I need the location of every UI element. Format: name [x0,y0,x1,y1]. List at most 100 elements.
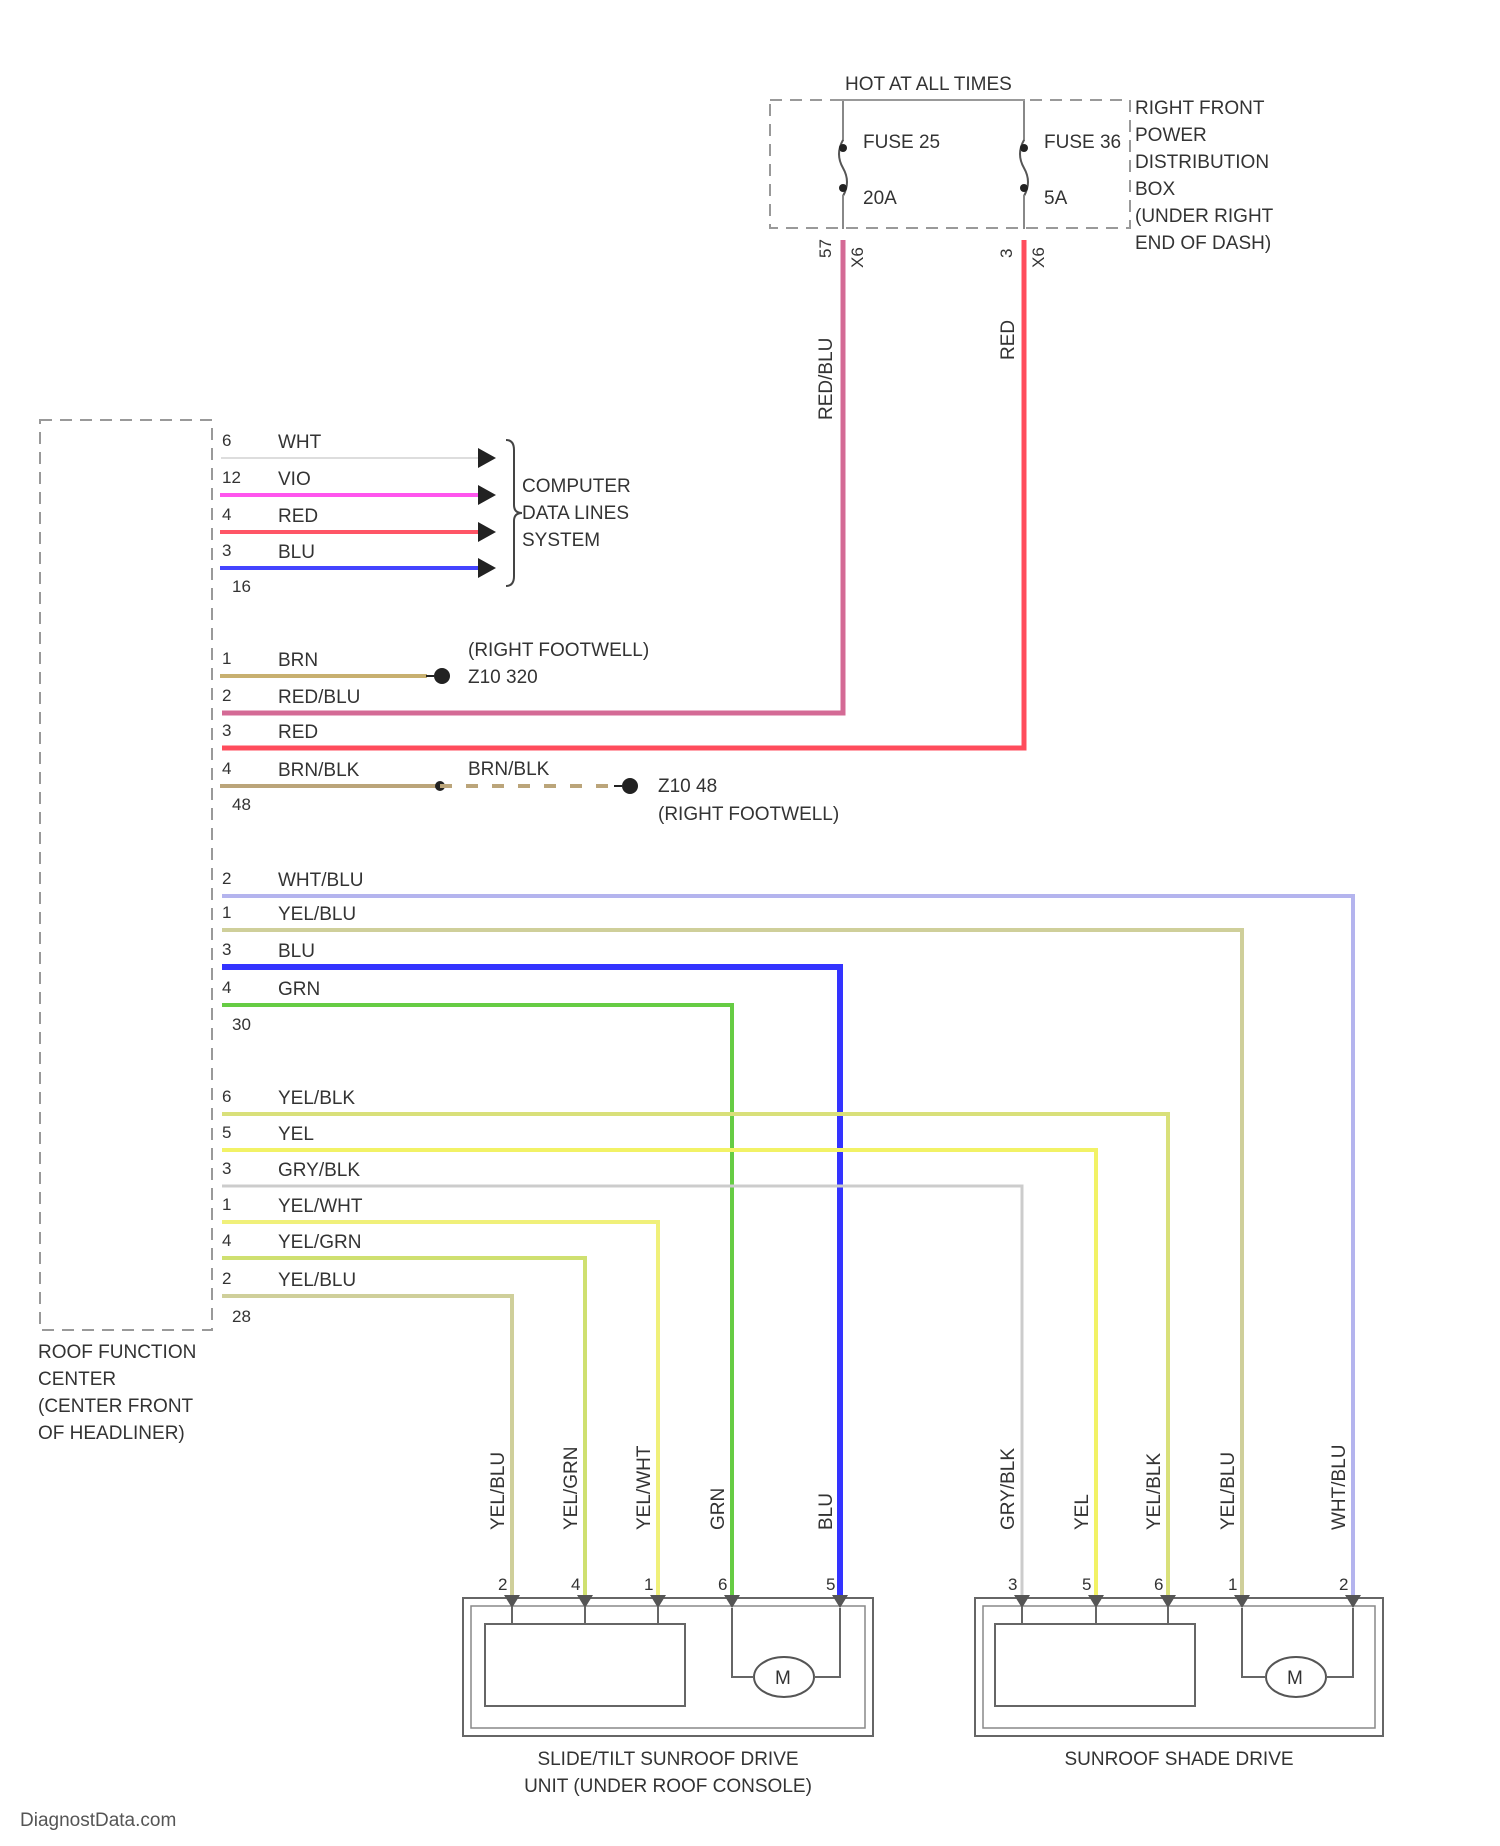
motor-icon: M [754,1657,814,1697]
sunroof-drive-module [485,1624,685,1706]
roof-function-center-label: OF HEADLINER) [38,1423,185,1444]
motor-label: M [1287,1668,1303,1689]
roof-function-center-label: ROOF FUNCTION [38,1342,196,1363]
data-line-pin: 6 [222,431,231,450]
group4-wire-label: GRY/BLK [278,1160,360,1181]
data-line-color-label: VIO [278,469,311,490]
sunroof-drive-pin-wire-label: YEL/GRN [561,1447,582,1530]
group3-wire-label: GRN [278,979,320,1000]
fuse-box-outline [770,100,1130,228]
sunroof-drive-pin-number: 6 [718,1575,727,1594]
fuse-pin: 3 [997,249,1016,258]
fuse-icon [839,140,847,196]
sunroof-drive-pin-number: 2 [498,1575,507,1594]
group3-pin: 4 [222,978,231,997]
group3-pin: 1 [222,903,231,922]
sunroof-drive-pin-number: 1 [644,1575,653,1594]
power-wire-label: RED [278,722,318,743]
fuse-pin: 57 [816,239,835,258]
group3-wire [222,896,1353,1595]
power-pin: 2 [222,686,231,705]
fuse-box-label-line: DISTRIBUTION [1135,152,1269,173]
fuse-box-label-line: END OF DASH) [1135,233,1271,254]
fuse-rating: 5A [1044,188,1068,209]
motor-label: M [775,1668,791,1689]
shade-drive-pin-number: 6 [1154,1575,1163,1594]
power-connector-number: 48 [232,795,251,814]
sunroof-drive-label: SLIDE/TILT SUNROOF DRIVE [537,1749,798,1770]
group4-wire-label: YEL/GRN [278,1232,361,1253]
fuse-box-label-line: POWER [1135,125,1207,146]
roof-function-center-label: (CENTER FRONT [38,1396,194,1417]
group3-wire-label: BLU [278,941,315,962]
group4-connector-number: 28 [232,1307,251,1326]
group4-wire-label: YEL [278,1124,314,1145]
motor-lead [814,1608,840,1677]
group4-wire-label: YEL/WHT [278,1196,363,1217]
group3-wire-label: WHT/BLU [278,870,364,891]
group4-wire-label: YEL/BLU [278,1270,356,1291]
sunroof-drive-pin-wire-label: YEL/BLU [488,1452,509,1530]
watermark: DiagnostData.com [20,1810,176,1831]
ground-2-location: (RIGHT FOOTWELL) [658,804,839,825]
motor-icon: M [1266,1657,1326,1697]
data-line-arrow-icon [478,558,496,578]
group4-pin: 6 [222,1087,231,1106]
data-line-arrow-icon [478,448,496,468]
data-line-color-label: WHT [278,432,322,453]
shade-drive-pin-number: 1 [1228,1575,1237,1594]
power-wire-label: BRN/BLK [278,760,360,781]
fuse-icon [1020,140,1028,196]
data-lines-system-label: COMPUTER [522,476,631,497]
shade-drive-pin-number: 2 [1339,1575,1348,1594]
shade-drive-pin-wire-label: YEL/BLU [1218,1452,1239,1530]
data-lines-connector-number: 16 [232,577,251,596]
group3-pin: 3 [222,940,231,959]
fuse-connector: X6 [848,247,867,268]
data-line-arrow-icon [478,485,496,505]
data-line-arrow-icon [478,522,496,542]
data-lines-system-label: SYSTEM [522,530,600,551]
ground-2-id: Z10 48 [658,776,717,797]
shade-drive-pin-wire-label: YEL [1072,1494,1093,1530]
group4-pin: 1 [222,1195,231,1214]
group4-pin: 3 [222,1159,231,1178]
motor-lead [1242,1608,1266,1677]
data-line-color-label: RED [278,506,318,527]
fuse-box-label-line: BOX [1135,179,1175,200]
fuse-name: FUSE 36 [1044,132,1121,153]
sunroof-drive-pin-wire-label: YEL/WHT [634,1445,655,1530]
group4-pin: 2 [222,1269,231,1288]
sunroof-drive-pin-number: 4 [571,1575,580,1594]
fuse-rating: 20A [863,188,897,209]
fuse-box-label-line: (UNDER RIGHT [1135,206,1274,227]
motor-lead [732,1608,754,1677]
data-line-color-label: BLU [278,542,315,563]
group3-pin: 2 [222,869,231,888]
shade-drive-pin-wire-label: YEL/BLK [1144,1453,1165,1530]
roof-function-center-label: CENTER [38,1369,116,1390]
shade-drive-label: SUNROOF SHADE DRIVE [1064,1749,1293,1770]
data-line-pin: 12 [222,468,241,487]
sunroof-drive-label: UNIT (UNDER ROOF CONSOLE) [524,1776,812,1797]
ground-icon [426,668,450,684]
splice-wire-label: BRN/BLK [468,759,550,780]
sunroof-drive-pin-number: 5 [826,1575,835,1594]
data-line-pin: 3 [222,541,231,560]
group3-connector-number: 30 [232,1015,251,1034]
ground-1-location: (RIGHT FOOTWELL) [468,640,649,661]
group4-wire-label: YEL/BLK [278,1088,355,1109]
data-lines-bracket [506,440,522,586]
fuse-36-wire-label: RED [998,320,1019,360]
power-wire-label: RED/BLU [278,687,360,708]
fuse-connector: X6 [1029,247,1048,268]
group3-wire-label: YEL/BLU [278,904,356,925]
ground-1-id: Z10 320 [468,667,538,688]
fuse-name: FUSE 25 [863,132,940,153]
power-pin: 3 [222,721,231,740]
group4-pin: 4 [222,1231,231,1250]
sunroof-drive-outline [463,1598,873,1736]
group4-pin: 5 [222,1123,231,1142]
shade-drive-pin-wire-label: GRY/BLK [998,1448,1019,1530]
group4-wire [222,1258,585,1595]
